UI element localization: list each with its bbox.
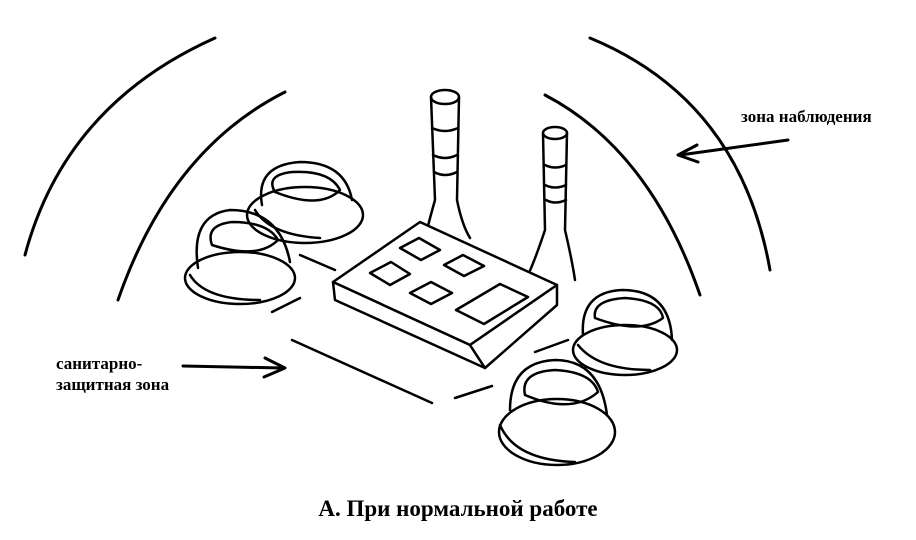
observation-zone-arcs: [23, 36, 772, 302]
sanitary-zone-label-line1: санитарно-: [56, 354, 143, 373]
inner-arc-right: [543, 93, 702, 297]
inner-arc-left: [116, 90, 287, 302]
sanitary-zone-lines: [270, 253, 570, 405]
main-building: [331, 220, 559, 370]
chimney-left: [423, 88, 472, 240]
reactor-mid-left: [183, 208, 297, 306]
reactor-top-left: [245, 160, 365, 245]
outer-arc-left: [23, 36, 217, 257]
sanitary-zone-label-line2: защитная зона: [56, 375, 170, 394]
chimney-right: [526, 125, 577, 282]
sanitary-zone-label: санитарно- защитная зона: [56, 353, 169, 395]
figure-caption: А. При нормальной работе: [318, 496, 598, 521]
reactor-right-upper: [571, 288, 679, 377]
arrow-sanitary-icon: [181, 356, 287, 379]
outer-arc-right: [588, 36, 772, 272]
reactor-right-lower: [497, 358, 617, 467]
arrow-observation-icon: [676, 138, 790, 164]
observation-zone-label: зона наблюдения: [741, 107, 872, 126]
